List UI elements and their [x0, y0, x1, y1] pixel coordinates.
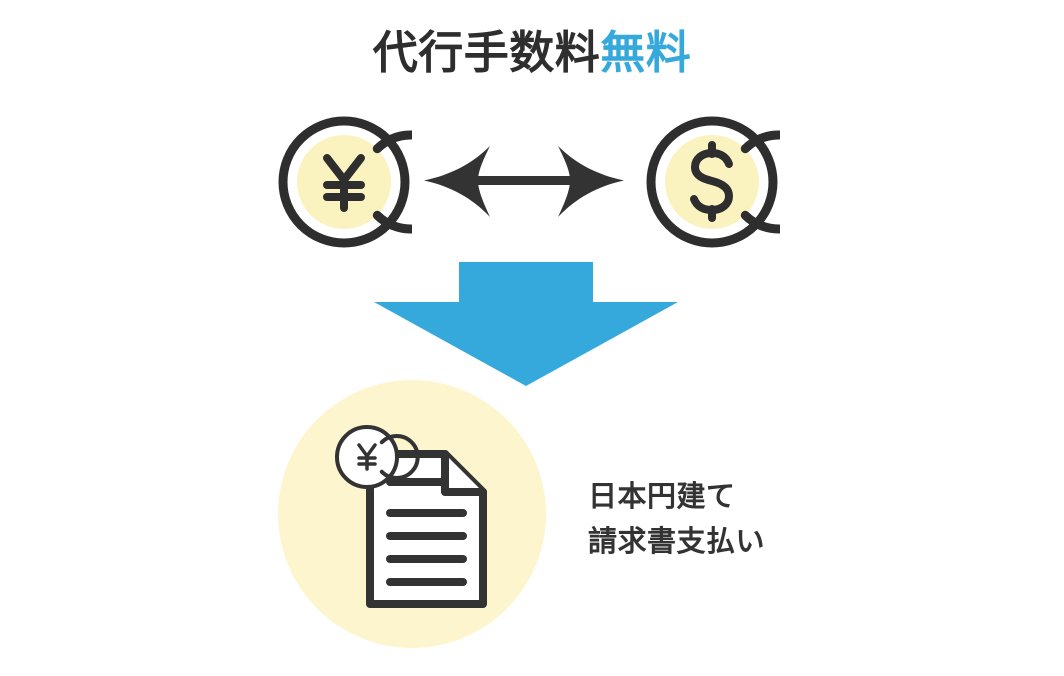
- invoice-document-icon: [330, 424, 490, 610]
- bidirectional-arrow-icon: [420, 142, 628, 222]
- result-caption: 日本円建て 請求書支払い: [588, 474, 888, 564]
- yen-badge-icon: [335, 425, 420, 489]
- page-title-accent: 無料: [600, 26, 692, 79]
- page-title-primary: 代行手数料: [372, 26, 601, 79]
- dollar-coin-icon: [644, 114, 830, 250]
- page-title: 代行手数料無料: [0, 26, 1064, 80]
- yen-coin-icon: [276, 114, 462, 250]
- down-arrow-icon: [372, 260, 680, 388]
- result-caption-line-1: 日本円建て: [588, 479, 736, 513]
- result-caption-line-2: 請求書支払い: [588, 524, 766, 558]
